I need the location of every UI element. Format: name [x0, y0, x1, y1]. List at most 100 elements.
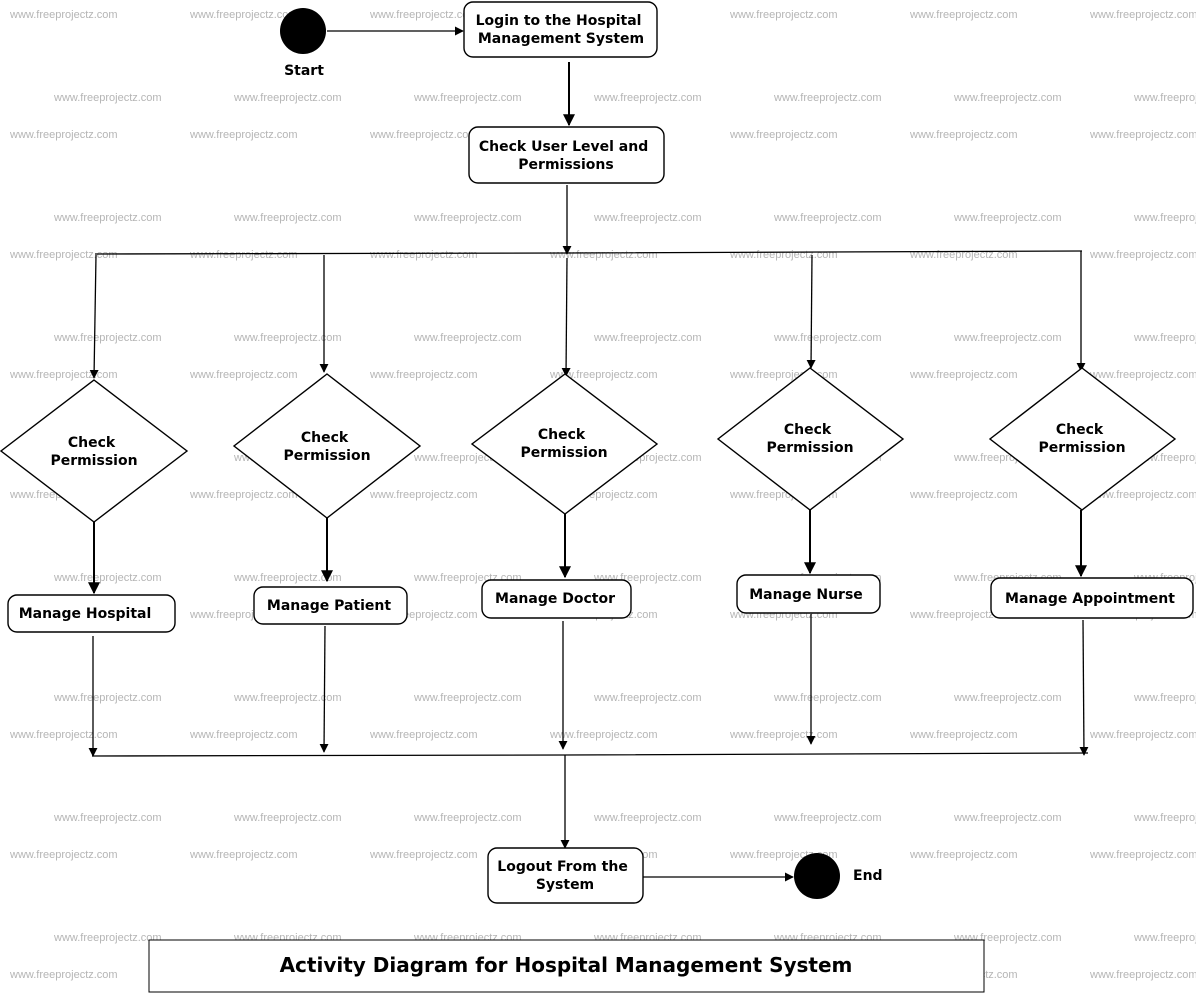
watermark-text: www.freeprojectz.com — [909, 369, 1018, 381]
svg-text:Login to the Hospital Ma: Login to the Hospital Management System — [476, 13, 647, 47]
watermark-text: www.freeprojectz.com — [369, 9, 478, 21]
watermark-text: www.freeprojectz.com — [909, 609, 1018, 621]
watermark-text: www.freeprojectz.com — [593, 212, 702, 224]
decision-check-permission-nurse: Check Permission — [716, 367, 905, 511]
watermark-text: www.freeprojectz.com — [593, 692, 702, 704]
activity-manage-patient-label: Manage Patient — [267, 598, 391, 614]
watermark-text: www.freeprojectz.com — [1089, 969, 1196, 981]
watermark-text: www.freeprojectz.com — [413, 332, 522, 344]
watermark-text: www.freeprojectz.com — [53, 212, 162, 224]
activity-logout: Logout From the System — [487, 847, 644, 904]
activity-manage-appointment-label: Manage Appointment — [1005, 591, 1175, 607]
watermark-text: www.freeprojectz.com — [1089, 369, 1196, 381]
start-label: Start — [284, 63, 324, 79]
watermark-text: www.freeprojectz.com — [413, 812, 522, 824]
watermark-text: www.freeprojectz.com — [233, 212, 342, 224]
watermark-text: www.freeprojectz.com — [189, 129, 298, 141]
watermark-text: www.freeprojectz.com — [909, 729, 1018, 741]
watermark-text: www.freeprojectz.com — [233, 692, 342, 704]
activity-login-line-2: Management System — [478, 31, 644, 47]
watermark-text: www.freeprojectz.com — [729, 129, 838, 141]
end-label: End — [853, 868, 883, 884]
svg-text:Check Permission: Check Permission — [50, 435, 137, 469]
decision-nurse-line-2: Permission — [766, 440, 853, 456]
watermark-text: www.freeprojectz.com — [953, 92, 1062, 104]
watermark-text: www.freeprojectz.com — [953, 332, 1062, 344]
watermark-text: www.freeprojectz.com — [9, 129, 118, 141]
end-node — [794, 853, 840, 899]
watermark-text: www.freeprojectz.com — [1089, 729, 1196, 741]
watermark-text: www.freeprojectz.com — [953, 212, 1062, 224]
activity-logout-line-1: Logout From the — [497, 859, 628, 875]
watermark-text: www.freeprojectz.com — [729, 729, 838, 741]
svg-text:Logout From the System: Logout From the System — [497, 859, 632, 893]
decision-patient-line-2: Permission — [283, 448, 370, 464]
watermark-text: www.freeprojectz.com — [1089, 249, 1196, 261]
watermark-text: www.freeprojectz.com — [909, 129, 1018, 141]
watermark-text: www.freeprojectz.com — [189, 729, 298, 741]
watermark-text: www.freeprojectz.com — [413, 92, 522, 104]
watermark-text: www.freeprojectz.com — [729, 9, 838, 21]
activity-check-user-level-line-1: Check User Level and — [479, 139, 648, 155]
join-bar — [91, 752, 1089, 757]
watermark-text: www.freeprojectz.com — [53, 692, 162, 704]
watermark-text: www.freeprojectz.com — [773, 212, 882, 224]
edge-fork-to-decision-nurse — [806, 254, 816, 369]
watermark-text: www.freeprojectz.com — [773, 92, 882, 104]
watermark-text: www.freeprojectz.com — [53, 812, 162, 824]
watermark-text: www.freeprojectz.com — [1089, 489, 1196, 501]
watermark-text: www.freeprojectz.com — [549, 249, 658, 261]
watermark-text: www.freeprojectz.com — [953, 812, 1062, 824]
watermark-text: www.freeprojectz.com — [233, 812, 342, 824]
watermark-text: www.freeprojectz.com — [9, 729, 118, 741]
watermark-text: www.freeprojectz.com — [189, 489, 298, 501]
activity-logout-line-2: System — [536, 877, 594, 893]
svg-text:Check Permission: Check Permission — [520, 427, 607, 461]
watermark-text: www.freeprojectz.com — [9, 249, 118, 261]
watermark-text: www.freeprojectz.com — [53, 92, 162, 104]
watermark-text: www.freeprojectz.com — [9, 969, 118, 981]
watermark-text: www.freeprojectz.com — [1133, 332, 1196, 344]
watermark-text: www.freeprojectz.com — [1133, 812, 1196, 824]
watermark-text: www.freeprojectz.com — [1089, 129, 1196, 141]
watermark-text: www.freeprojectz.com — [189, 369, 298, 381]
decision-appointment-line-1: Check — [1056, 422, 1104, 438]
diagram-title: Activity Diagram for Hospital Management… — [280, 953, 853, 977]
edge-manage-appointment-to-join — [1079, 619, 1089, 756]
decision-check-permission-patient: Check Permission — [232, 373, 422, 519]
watermark-text: www.freeprojectz.com — [53, 572, 162, 584]
svg-text:Check Permission: Check Permission — [766, 422, 853, 456]
edge-manage-patient-to-join — [319, 625, 329, 753]
watermark-text: www.freeprojectz.com — [909, 489, 1018, 501]
decision-hospital-line-1: Check — [68, 435, 116, 451]
watermark-text: www.freeprojectz.com — [773, 812, 882, 824]
decision-check-permission-hospital: Check Permission — [0, 379, 189, 523]
activity-manage-doctor: Manage Doctor — [481, 579, 632, 619]
watermark-text: www.freeprojectz.com — [909, 9, 1018, 21]
watermark-text: www.freeprojectz.com — [1133, 92, 1196, 104]
activity-manage-appointment: Manage Appointment — [990, 577, 1194, 619]
activity-manage-nurse: Manage Nurse — [736, 574, 881, 614]
activity-manage-doctor-label: Manage Doctor — [495, 591, 615, 607]
watermark-text: www.freeprojectz.com — [549, 369, 658, 381]
watermark-text: www.freeprojectz.com — [369, 249, 478, 261]
activity-check-user-level-line-2: Permissions — [518, 157, 613, 173]
watermark-text: www.freeprojectz.com — [9, 369, 118, 381]
watermark-text: www.freeprojectz.com — [189, 9, 298, 21]
watermark-text: www.freeprojectz.com — [1089, 849, 1196, 861]
watermark-text: www.freeprojectz.com — [1133, 932, 1196, 944]
edges — [88, 26, 1089, 882]
watermark-text: www.freeprojectz.com — [413, 692, 522, 704]
decision-doctor-line-1: Check — [538, 427, 586, 443]
watermark-text: www.freeprojectz.com — [593, 92, 702, 104]
watermark-text: www.freeprojectz.com — [9, 849, 118, 861]
watermark-text: www.freeprojectz.com — [233, 572, 342, 584]
watermark-text: www.freeprojectz.com — [593, 812, 702, 824]
decision-patient-line-1: Check — [301, 430, 349, 446]
decision-doctor-line-2: Permission — [520, 445, 607, 461]
watermark-text: www.freeprojectz.com — [53, 332, 162, 344]
start-node — [280, 8, 326, 54]
decision-appointment-line-2: Permission — [1038, 440, 1125, 456]
watermark-text: www.freeprojectz.com — [233, 332, 342, 344]
